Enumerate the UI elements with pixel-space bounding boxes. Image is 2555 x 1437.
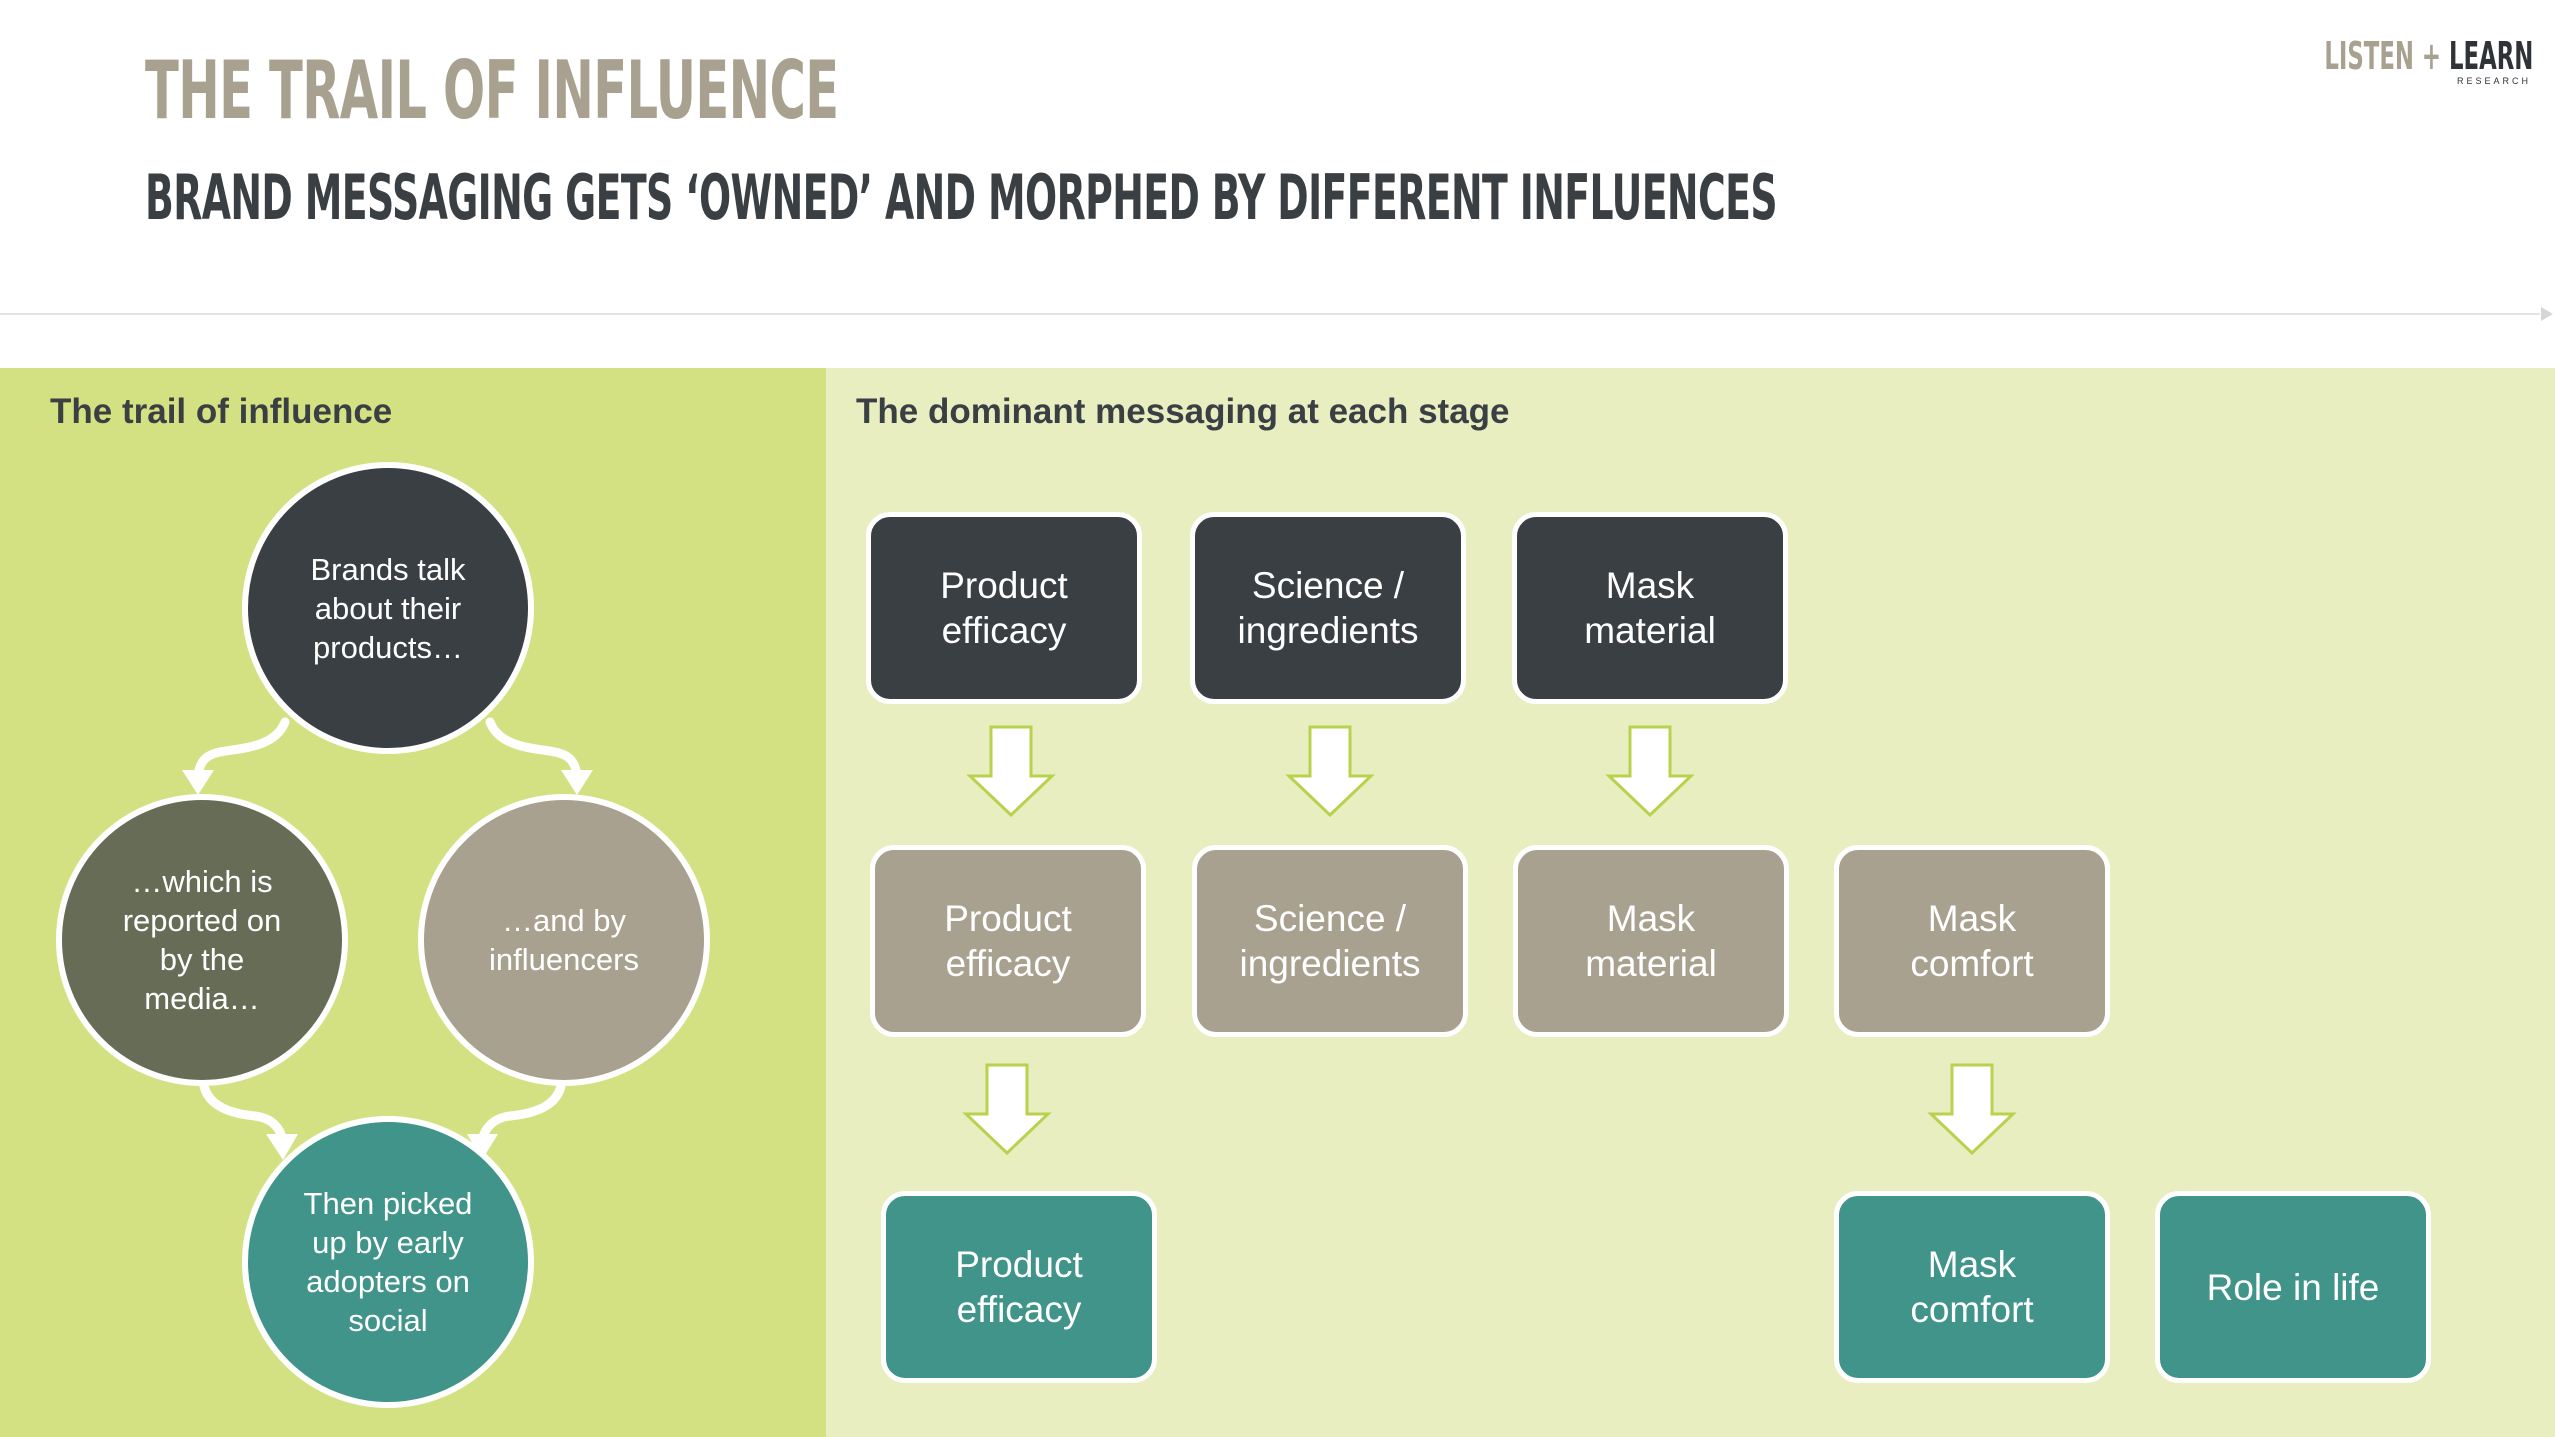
header-divider — [0, 313, 2540, 315]
media-to-adopters-arrowhead-icon — [266, 1134, 298, 1160]
influencers-to-adopters-arrowhead-icon — [467, 1134, 498, 1160]
box-social-mask-comfort: Mask comfort — [1834, 1191, 2110, 1383]
messaging-panel-heading: The dominant messaging at each stage — [856, 392, 1510, 431]
circle-influencers: …and by influencers — [418, 794, 710, 1086]
box-media-product-efficacy: Product efficacy — [870, 845, 1146, 1037]
influencers-to-adopters-connector — [477, 1075, 567, 1145]
media-to-adopters-connector — [198, 1075, 288, 1145]
circle-adopters-text: Then picked up by early adopters on soci… — [303, 1186, 473, 1338]
trail-panel-heading: The trail of influence — [50, 392, 393, 431]
logo-learn: LEARN — [2448, 34, 2533, 78]
brands-to-influencers-arrowhead-icon — [561, 770, 593, 795]
circle-brands: Brands talk about their products… — [242, 462, 534, 754]
down-arrow-icon — [962, 1063, 1052, 1156]
box-brand-mask-material: Mask material — [1512, 512, 1788, 704]
circle-media: …which is reported on by the media… — [56, 794, 348, 1086]
down-arrow-icon — [966, 725, 1056, 818]
brands-to-media-arrowhead-icon — [182, 770, 214, 795]
divider-arrow-icon — [2541, 307, 2553, 321]
logo-plus: + — [2421, 34, 2441, 78]
page-title: THE TRAIL OF INFLUENCE — [145, 44, 839, 137]
listen-learn-logo: LISTEN + LEARN RESEARCH — [2324, 35, 2533, 90]
down-arrow-icon — [1927, 1063, 2017, 1156]
box-brand-product-efficacy: Product efficacy — [866, 512, 1142, 704]
box-media-science-ingredients: Science / ingredients — [1192, 845, 1468, 1037]
brands-to-influencers-connector — [485, 717, 582, 780]
box-media-mask-comfort: Mask comfort — [1834, 845, 2110, 1037]
logo-research: RESEARCH — [2456, 76, 2531, 86]
box-social-product-efficacy: Product efficacy — [881, 1191, 1157, 1383]
box-social-role-in-life: Role in life — [2155, 1191, 2431, 1383]
circle-influencers-text: …and by influencers — [489, 903, 639, 977]
box-media-mask-material: Mask material — [1513, 845, 1789, 1037]
page-subtitle: BRAND MESSAGING GETS ‘OWNED’ AND MORPHED… — [145, 161, 1778, 234]
circle-media-text: …which is reported on by the media… — [122, 864, 282, 1016]
down-arrow-icon — [1605, 725, 1695, 818]
circle-early-adopters: Then picked up by early adopters on soci… — [242, 1116, 534, 1408]
logo-listen: LISTEN — [2323, 34, 2414, 78]
box-brand-science-ingredients: Science / ingredients — [1190, 512, 1466, 704]
down-arrow-icon — [1285, 725, 1375, 818]
logo-wordmark: LISTEN + LEARN — [2323, 34, 2533, 78]
circle-brands-text: Brands talk about their products… — [310, 551, 466, 665]
brands-to-media-connector — [193, 717, 290, 780]
